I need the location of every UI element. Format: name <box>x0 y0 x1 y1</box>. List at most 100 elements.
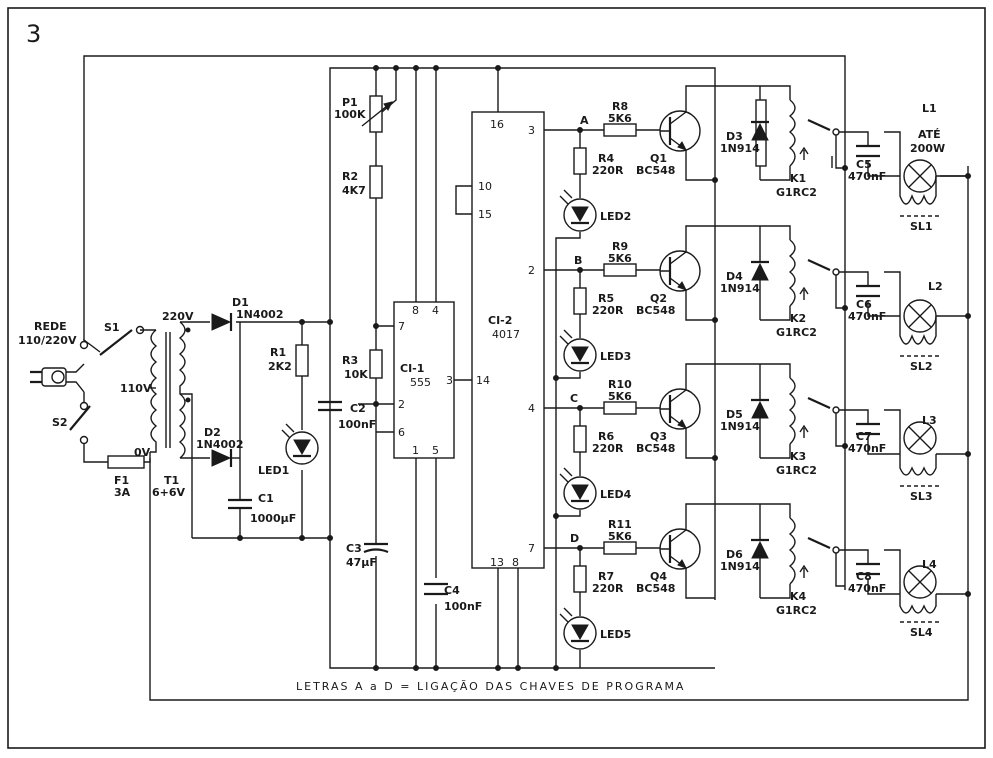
ch2-rl-val: 220R <box>592 304 624 317</box>
transformer-value: 6+6V <box>152 486 186 499</box>
ch3-c-ref: C7 <box>856 430 872 443</box>
lamp-l2-icon <box>903 299 937 333</box>
ci1-type: 555 <box>410 376 431 389</box>
transformer-ref: T1 <box>164 474 179 487</box>
ic-ci2-4017 <box>471 111 545 569</box>
tap-220-label: 220V <box>162 310 194 323</box>
led2-icon <box>559 189 597 232</box>
socket-sl4-icon <box>899 594 940 623</box>
ch3-q-val: BC548 <box>636 442 675 455</box>
ch4-letter: D <box>570 532 579 545</box>
ch1-rb-ref: R8 <box>612 100 628 113</box>
fuse-ref: F1 <box>114 474 129 487</box>
c3-ref: C3 <box>346 542 362 555</box>
ch3-d-ref: D5 <box>726 408 743 421</box>
diode-d1-icon <box>211 313 233 331</box>
diode-d3-icon <box>751 99 769 167</box>
relay-k1-coil-icon <box>788 99 840 167</box>
resistor-r9-icon <box>603 263 637 277</box>
ch4-d-val: 1N914 <box>720 560 760 573</box>
resistor-r3-icon <box>369 349 383 379</box>
ch4-sl: SL4 <box>910 626 933 639</box>
ch1-d-ref: D3 <box>726 130 743 143</box>
ch1-sl: SL1 <box>910 220 933 233</box>
c4-val: 100nF <box>444 600 482 613</box>
capacitor-c8-icon <box>856 562 880 576</box>
ch1-led: LED2 <box>600 210 631 223</box>
capacitor-c2-icon <box>318 400 342 412</box>
ch3-k-ref: K3 <box>790 450 806 463</box>
potentiometer-p1-icon <box>361 95 393 133</box>
socket-sl3-icon <box>899 454 940 487</box>
lamp1-note-line2: 200W <box>910 142 945 155</box>
ci2-ref: CI-2 <box>488 314 512 327</box>
c2-val: 100nF <box>338 418 376 431</box>
junction-dots <box>237 65 971 671</box>
ch1-l-ref: L1 <box>922 102 937 115</box>
ch1-letter: A <box>580 114 589 127</box>
r3-ref: R3 <box>342 354 358 367</box>
d2-val: 1N4002 <box>196 438 243 451</box>
ch2-l-ref: L2 <box>928 280 943 293</box>
channel-d: D R11 5K6 R7 220R LED5 Q4 BC548 D6 1N914… <box>544 503 968 668</box>
fuse-f1-icon <box>107 452 151 469</box>
ci1-pin1: 1 <box>412 444 419 457</box>
channel-a <box>544 85 968 668</box>
ch4-rb-ref: R11 <box>608 518 632 531</box>
ch4-l-ref: L4 <box>922 558 937 571</box>
ch4-c-ref: C8 <box>856 570 872 583</box>
relay-k2-coil-icon <box>788 239 840 307</box>
ch2-k-ref: K2 <box>790 312 806 325</box>
lamp-l1-icon <box>903 159 937 193</box>
capacitor-c6-icon <box>856 284 880 298</box>
ci2-pin14: 14 <box>476 374 490 387</box>
c4-ref: C4 <box>444 584 460 597</box>
ch1-rb-val: 5K6 <box>608 112 632 125</box>
switch-s2-label: S2 <box>52 416 68 429</box>
resistor-r6-icon <box>573 425 587 453</box>
switch-s2-icon <box>69 392 108 463</box>
fuse-value: 3A <box>114 486 131 499</box>
figure-frame <box>7 7 986 749</box>
ch4-rl-val: 220R <box>592 582 624 595</box>
ch4-rl-ref: R7 <box>598 570 614 583</box>
diode-d6-icon <box>751 518 769 584</box>
ch2-k-val: G1RC2 <box>776 326 817 339</box>
lamp-l3-icon <box>903 421 937 455</box>
led5-icon <box>559 607 597 650</box>
ic-ci1-555 <box>393 301 455 459</box>
r1-ref: R1 <box>270 346 286 359</box>
ch3-rl-val: 220R <box>592 442 624 455</box>
ci1-pin5: 5 <box>432 444 439 457</box>
resistor-r1-icon <box>295 344 309 377</box>
transistor-q2-icon <box>659 250 701 292</box>
diode-d5-icon <box>751 378 769 444</box>
ch2-rb-val: 5K6 <box>608 252 632 265</box>
relay-k4-coil-icon <box>788 517 840 585</box>
c1-val: 1000µF <box>250 512 296 525</box>
ci1-ref: CI-1 <box>400 362 424 375</box>
d2-ref: D2 <box>204 426 221 439</box>
ci1-pin4: 4 <box>432 304 439 317</box>
resistor-r7-icon <box>573 565 587 593</box>
c1-ref: C1 <box>258 492 274 505</box>
figure-number: 3 <box>26 20 41 48</box>
ci1-pin7: 7 <box>398 320 405 333</box>
ch3-d-val: 1N914 <box>720 420 760 433</box>
resistor-r4-icon <box>573 147 587 175</box>
ch1-d-val: 1N914 <box>720 142 760 155</box>
ch4-c-val: 470nF <box>848 582 886 595</box>
r2-val: 4K7 <box>342 184 366 197</box>
ch2-q-ref: Q2 <box>650 292 667 305</box>
diode-d4-icon <box>751 240 769 306</box>
ch2-d-val: 1N914 <box>720 282 760 295</box>
resistor-r5-icon <box>573 287 587 315</box>
ch4-q-ref: Q4 <box>650 570 667 583</box>
power-rails <box>83 55 969 701</box>
ch1-k-val: G1RC2 <box>776 186 817 199</box>
ci1-pin8: 8 <box>412 304 419 317</box>
ch2-rl-ref: R5 <box>598 292 614 305</box>
p1-ref: P1 <box>342 96 358 109</box>
diode-d2-icon <box>211 449 240 467</box>
